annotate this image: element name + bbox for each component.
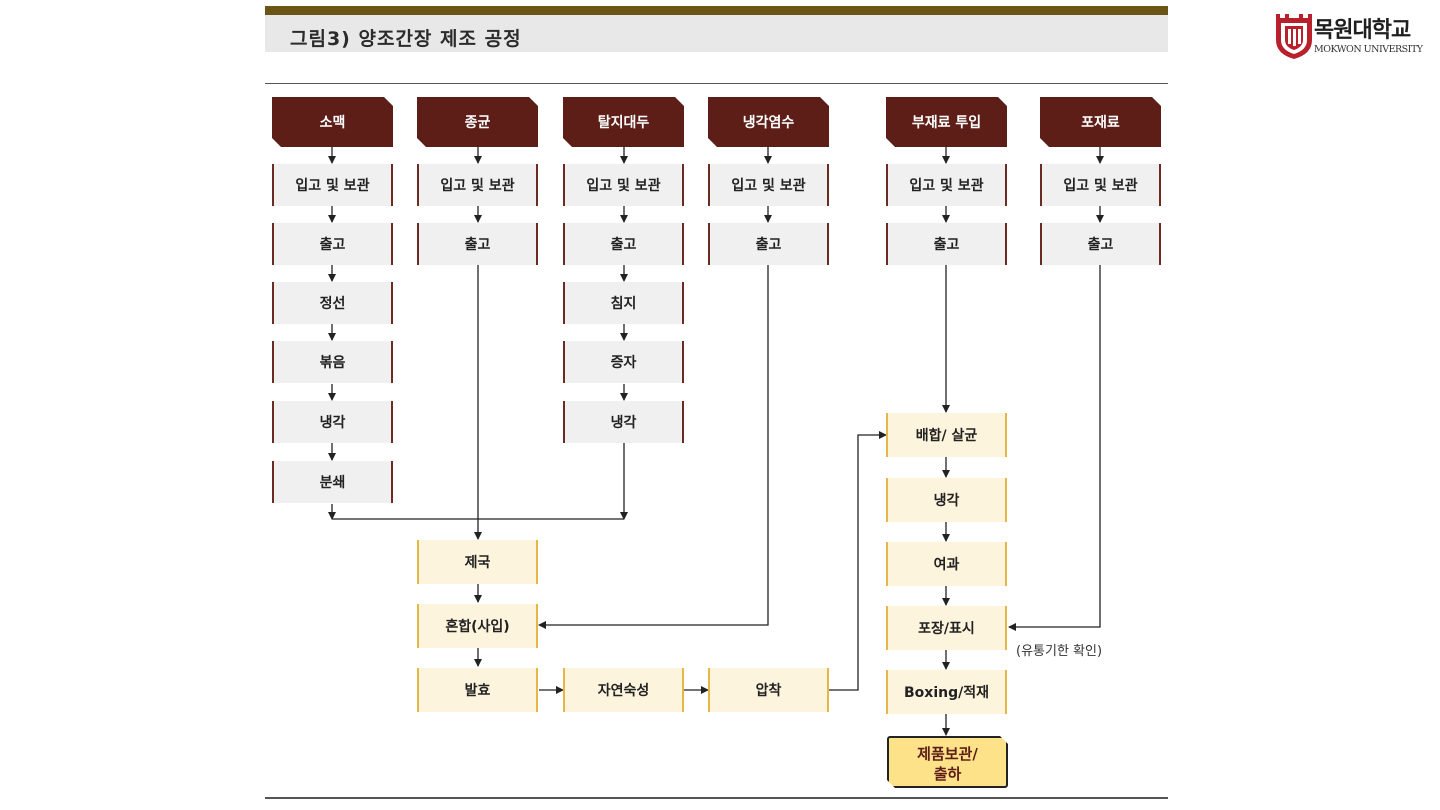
source-head-koji-starter: 종균 <box>417 97 538 147</box>
packaging-step-receive: 입고 및 보관 <box>1040 164 1161 206</box>
sub-step-release: 출고 <box>886 223 1007 265</box>
process-boxing-stack: Boxing/적재 <box>886 670 1007 714</box>
starter-step-receive: 입고 및 보관 <box>417 164 538 206</box>
process-natural-aging: 자연숙성 <box>563 668 684 712</box>
university-name: 목원대학교 <box>1314 17 1411 43</box>
bottom-rule <box>265 797 1168 799</box>
process-cooling: 냉각 <box>886 478 1007 522</box>
top-rule <box>265 83 1168 84</box>
title-top-bar <box>265 6 1168 15</box>
source-head-sub-ingredients: 부재료 투입 <box>886 97 1007 147</box>
process-mixing: 혼합(사입) <box>417 604 538 648</box>
university-name-english: MOKWON UNIVERSITY <box>1314 44 1423 55</box>
soybean-step-release: 출고 <box>563 223 684 265</box>
wheat-step-grind: 분쇄 <box>272 461 393 503</box>
source-head-cooled-brine: 냉각염수 <box>708 97 829 147</box>
process-pack-label: 포장/표시 <box>886 606 1007 650</box>
source-head-defatted-soybean: 탈지대두 <box>563 97 684 147</box>
source-head-wheat: 소맥 <box>272 97 393 147</box>
soybean-step-cool: 냉각 <box>563 401 684 443</box>
soybean-step-steam: 증자 <box>563 341 684 383</box>
brine-step-release: 출고 <box>708 223 829 265</box>
expiry-check-note: (유통기한 확인) <box>1016 644 1103 659</box>
process-koji-making: 제국 <box>417 540 538 584</box>
brine-step-receive: 입고 및 보관 <box>708 164 829 206</box>
final-line-2: 출하 <box>933 765 962 783</box>
wheat-step-clean: 정선 <box>272 282 393 324</box>
university-emblem-icon <box>1276 14 1312 59</box>
soybean-step-soak: 침지 <box>563 282 684 324</box>
soybean-step-receive: 입고 및 보관 <box>563 164 684 206</box>
process-filtering: 여과 <box>886 542 1007 586</box>
title-bar <box>265 15 1168 52</box>
starter-step-release: 출고 <box>417 223 538 265</box>
wheat-step-roast: 볶음 <box>272 341 393 383</box>
packaging-step-release: 출고 <box>1040 223 1161 265</box>
process-fermentation: 발효 <box>417 668 538 712</box>
wheat-step-release: 출고 <box>272 223 393 265</box>
wheat-step-receive: 입고 및 보관 <box>272 164 393 206</box>
figure-title: 그림3) 양조간장 제조 공정 <box>290 28 522 50</box>
process-pressing: 압착 <box>708 668 829 712</box>
wheat-step-cool: 냉각 <box>272 401 393 443</box>
process-blend-sterilize: 배합/ 살균 <box>886 413 1007 457</box>
sub-step-receive: 입고 및 보관 <box>886 164 1007 206</box>
source-head-packaging: 포재료 <box>1040 97 1161 147</box>
process-store-ship: 제품보관/ 출하 <box>887 736 1008 788</box>
final-line-1: 제품보관/ <box>917 745 978 763</box>
